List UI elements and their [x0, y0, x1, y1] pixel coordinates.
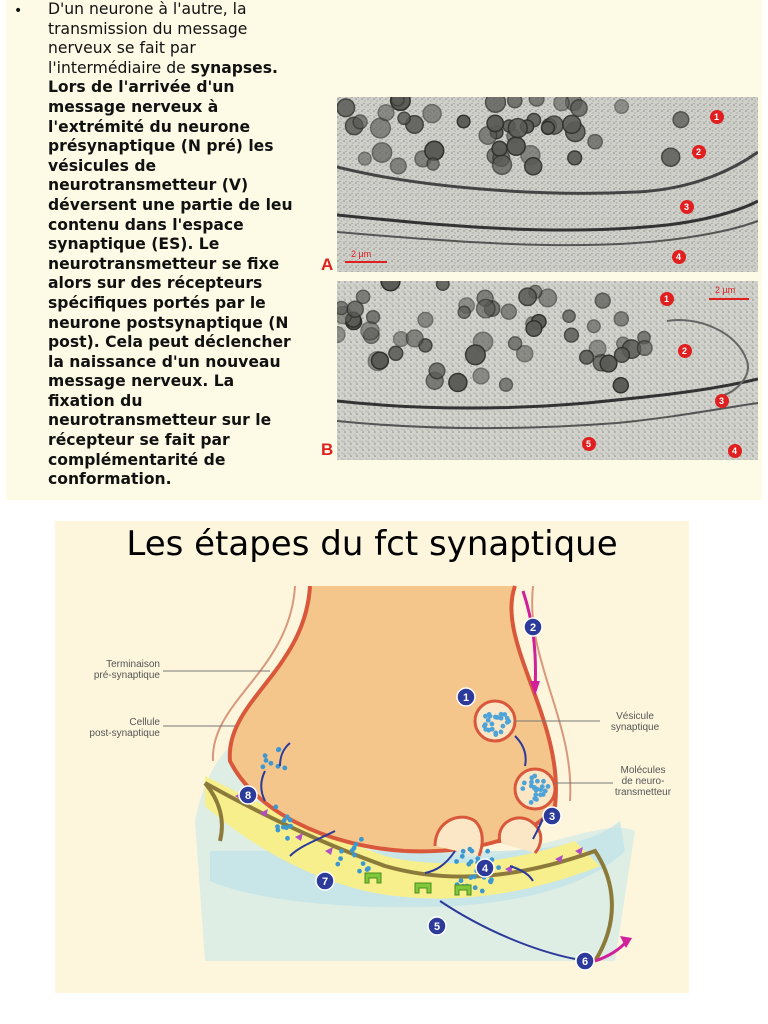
label-vesicule-synaptique: Vésicule synaptique — [610, 711, 660, 733]
marker-b-1: 1 — [664, 294, 669, 304]
step-3-label: 3 — [549, 811, 555, 823]
slide-title: Les étapes du fct synaptique — [126, 524, 618, 564]
slide-synapse-description: • D'un neurone à l'autre, la transmissio… — [6, 0, 762, 500]
marker-a-2: 2 — [696, 147, 701, 157]
scale-bar-b: 2 µm — [715, 285, 735, 295]
panel-label-a: A — [321, 255, 334, 274]
marker-b-5: 5 — [586, 439, 591, 449]
marker-b-4: 4 — [732, 446, 737, 456]
step-6-label: 6 — [582, 956, 588, 968]
step-5-label: 5 — [434, 921, 440, 933]
marker-b-2: 2 — [682, 346, 687, 356]
micrograph-b-image: 2 µm 1 2 3 4 5 — [337, 281, 758, 460]
synapse-diagram: 1 2 3 4 5 6 7 8 — [163, 585, 635, 971]
label-terminaison-presynaptique: Terminaison pré-synaptique — [93, 659, 160, 681]
step-1-label: 1 — [463, 692, 469, 704]
paragraph-text: D'un neurone à l'autre, la transmission … — [48, 0, 296, 490]
micrograph-a-image: 1 2 3 4 2 µm — [337, 97, 758, 272]
step-8-label: 8 — [245, 790, 251, 802]
step-4-label: 4 — [482, 863, 489, 875]
label-molecules-neurotransmetteur: Molécules de neuro- transmetteur — [614, 765, 672, 798]
slide-synaptic-steps: 1 2 3 4 5 6 7 8 Les étapes du fct synapt… — [55, 521, 689, 993]
marker-b-3: 3 — [719, 396, 724, 406]
marker-a-1: 1 — [714, 112, 719, 122]
micrograph-a: 1 2 3 4 2 µm — [337, 97, 758, 272]
marker-a-4: 4 — [676, 252, 681, 262]
scale-bar-a: 2 µm — [351, 249, 371, 259]
panel-label-b: B — [321, 440, 334, 459]
bullet-paragraph: • D'un neurone à l'autre, la transmissio… — [12, 0, 296, 490]
step-2-label: 2 — [530, 622, 536, 634]
step-7-label: 7 — [322, 876, 328, 888]
marker-a-3: 3 — [684, 202, 689, 212]
paragraph-plain: D'un neurone à l'autre, la transmission … — [48, 0, 248, 77]
label-cellule-postsynaptique: Cellule post-synaptique — [89, 717, 160, 739]
paragraph-bold: synapses. Lors de l'arrivée d'un message… — [48, 58, 293, 489]
bullet-symbol: • — [14, 3, 23, 19]
micrograph-b: 2 µm 1 2 3 4 5 — [337, 281, 758, 460]
